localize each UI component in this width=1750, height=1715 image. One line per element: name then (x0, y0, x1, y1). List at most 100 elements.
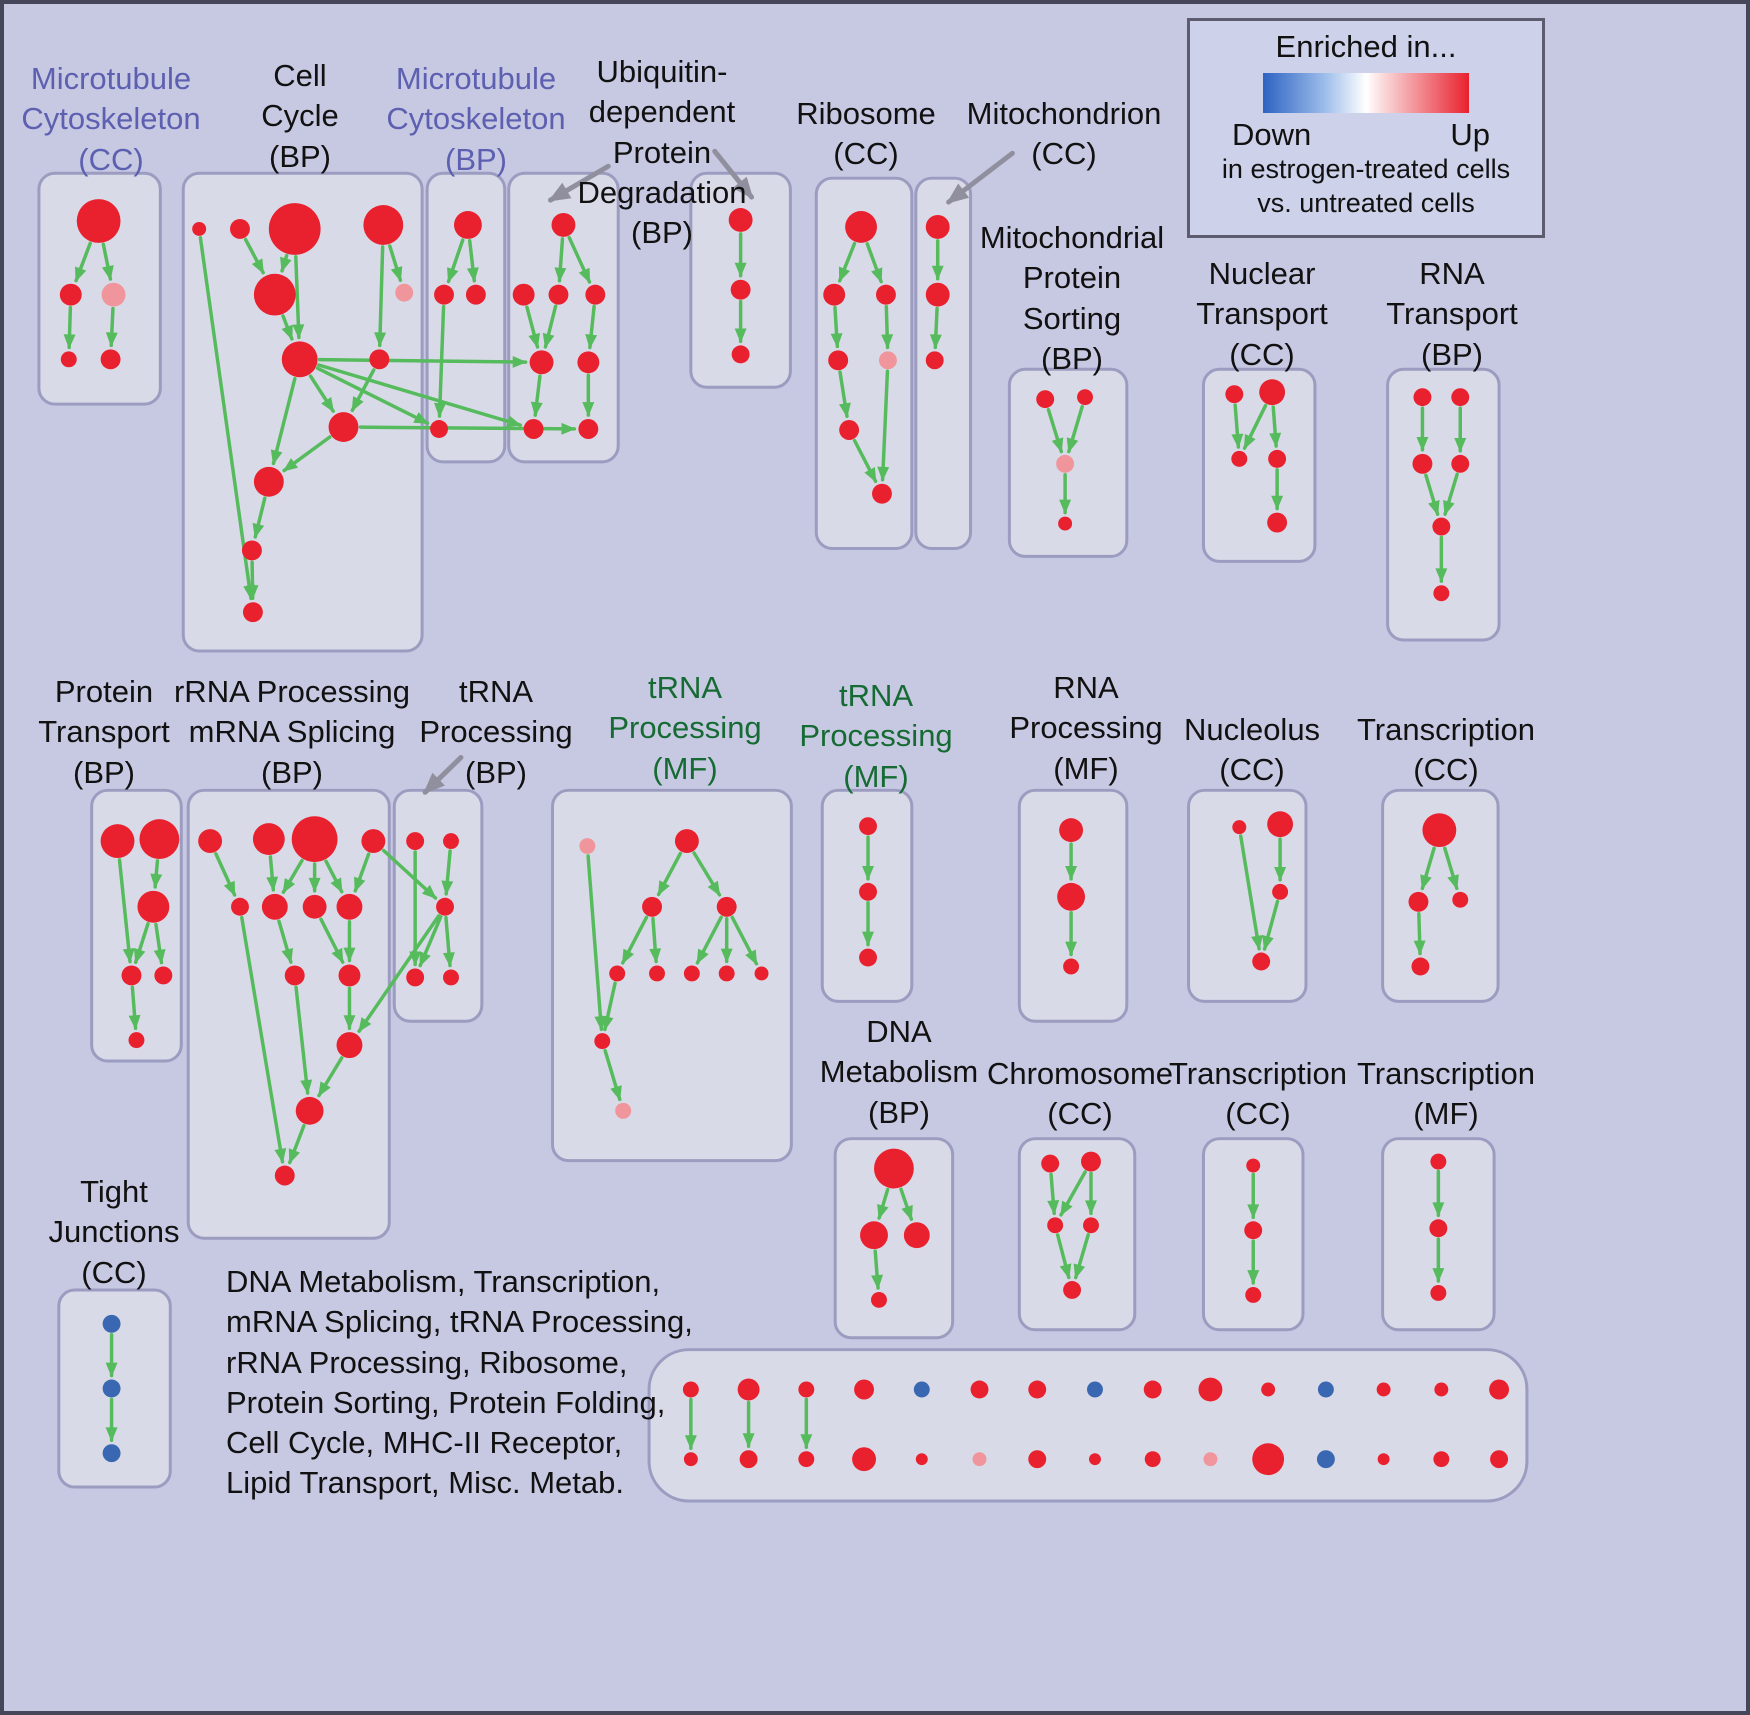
label-rrna-processing-mrna-splicing-bp: rRNA Processing mRNA Splicing (BP) (173, 674, 411, 790)
gene-set-node (594, 1033, 611, 1050)
gene-set-node (274, 1165, 295, 1186)
relation-arrow (838, 370, 851, 418)
relation-arrow (294, 985, 313, 1095)
gene-set-node (925, 351, 944, 370)
relation-arrow (246, 560, 259, 600)
gene-set-node (731, 345, 750, 364)
relation-arrow (730, 915, 759, 966)
relation-arrow (830, 305, 843, 349)
gene-set-node (730, 279, 751, 300)
gene-set-node (852, 1447, 876, 1472)
gene-set-node (925, 282, 950, 307)
gene-set-node (1259, 379, 1286, 406)
gene-set-node (649, 965, 665, 982)
gene-set-node (577, 351, 600, 374)
gene-set-node (716, 896, 737, 917)
cluster-box-nuclear-transport-cc (1201, 367, 1317, 563)
gene-set-node (718, 965, 735, 982)
relation-arrow (317, 363, 522, 428)
relation-arrow (1269, 405, 1282, 448)
gene-set-node (1143, 1380, 1162, 1399)
gene-set-node (548, 284, 569, 305)
legend-title: Enriched in... (1275, 29, 1457, 64)
relation-arrow (1443, 846, 1459, 891)
gene-set-node (253, 466, 284, 497)
relation-arrow (1073, 1233, 1090, 1280)
gene-set-node (1063, 958, 1080, 975)
relation-arrow (1420, 846, 1436, 891)
cluster-box-chromosome-cc (1017, 1137, 1137, 1332)
relation-arrow (1242, 403, 1268, 450)
gene-set-node (925, 215, 950, 239)
gene-set-node (1059, 818, 1084, 843)
gene-set-node (101, 282, 126, 307)
relation-arrow (281, 858, 304, 894)
gene-set-node (100, 824, 135, 858)
relation-arrow (466, 239, 479, 283)
label-nucleolus-cc: Nucleolus (CC) (1183, 712, 1321, 788)
relation-arrow (324, 859, 344, 894)
relation-arrow (252, 496, 267, 539)
relation-arrow (277, 919, 293, 964)
label-misc-cluster-list: DNA Metabolism, Transcription, mRNA Spli… (226, 1264, 693, 1501)
relation-arrow (418, 915, 443, 968)
gene-set-node (1252, 1443, 1285, 1476)
gene-set-node (328, 412, 359, 442)
network-diagram (37, 148, 1529, 1503)
relation-arrow (1443, 472, 1459, 516)
gene-set-node (1056, 454, 1075, 473)
cluster-box-trna-processing-mf-large (551, 788, 793, 1163)
gene-set-node (903, 1222, 930, 1249)
gene-set-node (1413, 388, 1432, 407)
gene-set-node (102, 1379, 121, 1398)
label-protein-transport-bp: Protein Transport (BP) (38, 674, 170, 790)
relation-arrow (214, 852, 237, 897)
gene-set-node (1244, 1221, 1263, 1240)
gene-set-node (1077, 389, 1093, 406)
relation-arrow (603, 1048, 622, 1102)
relation-arrow (117, 858, 135, 964)
relation-arrow (128, 985, 141, 1030)
relation-arrow (649, 916, 662, 964)
gene-set-node (1432, 517, 1451, 536)
label-pointer-arrow (422, 754, 464, 795)
gene-set-node (76, 199, 121, 243)
gene-set-node (1422, 813, 1457, 848)
relation-arrow (240, 915, 287, 1164)
gene-set-node (1490, 1450, 1509, 1469)
gene-set-node (1430, 1284, 1447, 1301)
relation-arrow (837, 241, 857, 283)
gene-set-node (1451, 454, 1470, 473)
relation-arrow (1424, 473, 1440, 516)
gene-set-node (443, 969, 459, 986)
gene-set-node (551, 213, 576, 237)
label-ribosome-cc: Ribosome (CC) (796, 96, 936, 172)
relation-arrow (1047, 1172, 1060, 1216)
label-mitochondrial-protein-sorting-bp: Mitochondrial Protein Sorting (BP) (979, 220, 1165, 376)
label-mitochondrion-cc: Mitochondrion (CC) (966, 96, 1162, 172)
gene-set-node (1087, 1381, 1103, 1398)
gene-set-node (291, 816, 338, 862)
gene-set-node (60, 351, 77, 368)
relation-arrow (319, 917, 345, 964)
cluster-box-misc-clusters (647, 1348, 1529, 1503)
gene-set-node (465, 284, 486, 305)
gene-set-node (253, 273, 296, 316)
relation-arrow (620, 915, 649, 965)
gene-set-node (798, 1451, 815, 1468)
relation-arrow (381, 848, 438, 900)
gene-set-node (523, 419, 544, 439)
gene-set-node (137, 890, 170, 923)
gene-set-node (872, 483, 892, 504)
gene-set-node (1433, 585, 1450, 602)
gene-set-node (683, 1452, 698, 1467)
gene-set-node (121, 965, 142, 986)
legend-subtitle-line1: in estrogen-treated cells (1221, 154, 1511, 184)
gene-set-node (860, 1221, 888, 1250)
gene-set-node (823, 283, 846, 306)
gene-set-node (1261, 1382, 1276, 1397)
gene-set-node (1316, 1450, 1335, 1469)
label-pointer-arrow (547, 163, 611, 203)
cluster-box-mitochondrion-cc (914, 176, 973, 550)
relation-arrow (554, 237, 567, 283)
